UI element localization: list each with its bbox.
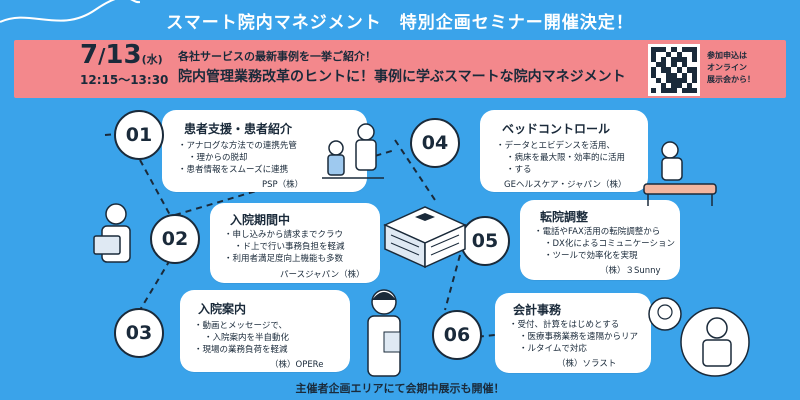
doctor-consultation-illustration (322, 123, 384, 179)
bullet: ツールで効率化を実現 (534, 250, 680, 262)
session-bullets: 受付、計算をはじめとする 医療事務業務を遠隔からリア ルタイムで対応 (509, 319, 649, 355)
company-name: PSP（株） (262, 180, 304, 190)
session-number-04: 04 (410, 118, 460, 168)
subtitle-main: 院内管理業務改革のヒントに！事例に学ぶスマートな院内マネジメント (178, 69, 626, 85)
qr-code[interactable] (648, 44, 700, 96)
session-title: 入院期間中 (230, 213, 291, 227)
session-bullets: 電話やFAX活用の転院調整から DX化によるコミュニケーション ツールで効率化を… (534, 226, 680, 262)
company-name: パースジャパン（株） (280, 270, 365, 280)
session-bullets: アナログな方法での連携先管 理からの脱却 患者情報をスムーズに連携 (178, 140, 338, 176)
session-title: 転院調整 (540, 210, 589, 224)
date-weekday: (水) (141, 53, 163, 66)
session-card-03: 入院案内 動画とメッセージで、 入院案内を半自動化 現場の業務負荷を軽減 （株）… (180, 290, 350, 372)
decorative-wave (0, 0, 140, 23)
session-title: ベッドコントロール (502, 122, 611, 136)
company-name: （株）３Sunny (600, 266, 661, 276)
session-card-06: 会計事務 受付、計算をはじめとする 医療事務業務を遠隔からリア ルタイムで対応 … (495, 293, 651, 373)
bullet: データとエビデンスを活用、 (496, 140, 646, 152)
bullet: 入院案内を半自動化 (194, 332, 344, 344)
session-card-02: 入院期間中 申し込みから請求までクラウ ド上で行い事務負担を軽減 利用者満足度向… (210, 203, 380, 283)
bullet: 理からの脱却 (178, 152, 338, 164)
bullet: ルタイムで対応 (509, 343, 649, 355)
bullet: 申し込みから請求までクラウ (224, 229, 374, 241)
company-name: GEヘルスケア・ジャパン（株） (504, 180, 627, 190)
session-title: 会計事務 (513, 303, 562, 317)
bullet: 患者情報をスムーズに連携 (178, 164, 338, 176)
session-number-02: 02 (150, 214, 200, 264)
bullet: する (496, 164, 646, 176)
company-name: （株）OPERe (270, 360, 324, 370)
session-number-01: 01 (114, 110, 164, 160)
session-card-04: ベッドコントロール データとエビデンスを活用、 病床を最大限・効率的に活用 する… (480, 110, 648, 192)
company-name: （株）ソラスト (557, 359, 617, 369)
bullet: 動画とメッセージで、 (194, 320, 344, 332)
session-number-05: 05 (460, 216, 510, 266)
bullet: 利用者満足度向上機能も多数 (224, 253, 374, 265)
event-date: 7/13(水) 12:15〜13:30 (80, 40, 169, 87)
bullet: 現場の業務負荷を軽減 (194, 344, 344, 356)
bullet: 医療事務業務を遠隔からリア (509, 331, 649, 343)
date-day: 13 (105, 40, 142, 70)
bullet: 電話やFAX活用の転院調整から (534, 226, 680, 238)
session-number-03: 03 (114, 308, 164, 358)
session-title: 患者支援・患者紹介 (184, 122, 293, 136)
page-title: スマート院内マネジメント 特別企画セミナー開催決定！ (166, 13, 634, 33)
bullet: アナログな方法での連携先管 (178, 140, 338, 152)
session-bullets: 申し込みから請求までクラウ ド上で行い事務負担を軽減 利用者満足度向上機能も多数 (224, 229, 374, 265)
nurse-illustration (367, 289, 401, 377)
session-number-06: 06 (432, 310, 482, 360)
session-card-05: 転院調整 電話やFAX活用の転院調整から DX化によるコミュニケーション ツール… (520, 200, 680, 280)
bullet: DX化によるコミュニケーション (534, 238, 680, 250)
bullet: 受付、計算をはじめとする (509, 319, 649, 331)
tablet-person-illustration (93, 203, 131, 263)
bullet: 病床を最大限・効率的に活用 (496, 152, 646, 164)
subtitle-small: 各社サービスの最新事例を一挙ご紹介！ (178, 50, 376, 63)
hospital-building-illustration (383, 206, 467, 269)
date-month: 7 (80, 40, 99, 70)
call-center-illustration (648, 297, 750, 377)
hospital-bed-illustration (643, 141, 717, 206)
session-bullets: 動画とメッセージで、 入院案内を半自動化 現場の業務負荷を軽減 (194, 320, 344, 356)
bullet: ド上で行い事務負担を軽減 (224, 241, 374, 253)
qr-note: 参加申込は オンライン 展示会から！ (707, 51, 755, 84)
footer-note: 主催者企画エリアにて会期中展示も開催！ (295, 382, 505, 395)
session-title: 入院案内 (198, 302, 247, 316)
session-bullets: データとエビデンスを活用、 病床を最大限・効率的に活用 する (496, 140, 646, 176)
event-time: 12:15〜13:30 (80, 73, 169, 87)
